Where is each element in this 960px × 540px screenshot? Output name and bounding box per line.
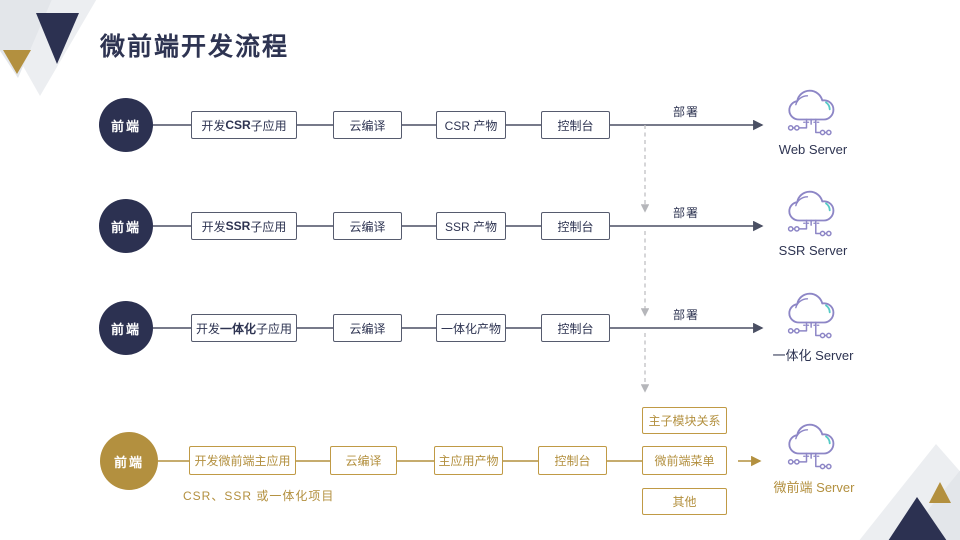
step-cloud-compile-row2: 云编译 — [333, 212, 402, 240]
output-microfrontend-menu: 微前端菜单 — [642, 446, 727, 475]
step-console-row2: 控制台 — [541, 212, 610, 240]
step-csr-artifact: CSR 产物 — [436, 111, 506, 139]
triangle-decoration-gold — [3, 50, 31, 74]
step-cloud-compile-row1: 云编译 — [333, 111, 402, 139]
step-integrated-artifact: 一体化产物 — [436, 314, 506, 342]
note-project-types: CSR、SSR 或一体化项目 — [183, 489, 335, 503]
deploy-label-row1: 部署 — [672, 105, 699, 119]
actor-label: 前端 — [110, 118, 141, 134]
step-mainapp-artifact: 主应用产物 — [434, 446, 503, 475]
page-title: 微前端开发流程 — [100, 33, 290, 61]
actor-frontend-row2: 前端 — [99, 199, 153, 253]
cloud-server-icon — [787, 89, 835, 136]
server-label-ssr: SSR Server — [778, 243, 848, 258]
triangle-decoration-gray — [903, 470, 960, 540]
actor-label: 前端 — [110, 219, 141, 235]
deploy-label-row2: 部署 — [672, 206, 699, 220]
cloud-server-icon — [787, 423, 835, 470]
step-dev-microfrontend-mainapp: 开发微前端主应用 — [189, 446, 296, 475]
actor-frontend-row3: 前端 — [99, 301, 153, 355]
actor-frontend-row4: 前端 — [100, 432, 158, 490]
step-console-row4: 控制台 — [538, 446, 607, 475]
actor-label: 前端 — [110, 321, 141, 337]
output-other: 其他 — [642, 488, 727, 515]
cloud-server-icon — [787, 292, 835, 339]
step-cloud-compile-row4: 云编译 — [330, 446, 397, 475]
triangle-decoration-navy — [36, 13, 79, 64]
triangle-decoration-navy — [888, 497, 947, 540]
step-cloud-compile-row3: 云编译 — [333, 314, 402, 342]
step-dev-ssr-subapp: 开发 SSR 子应用 — [191, 212, 297, 240]
triangle-decoration-gold — [929, 482, 951, 503]
actor-label: 前端 — [113, 454, 144, 470]
server-label-web: Web Server — [778, 142, 848, 157]
step-dev-csr-subapp: 开发 CSR 子应用 — [191, 111, 297, 139]
actor-frontend-row1: 前端 — [99, 98, 153, 152]
step-dev-integrated-subapp: 开发 一体化 子应用 — [191, 314, 297, 342]
step-ssr-artifact: SSR 产物 — [436, 212, 506, 240]
server-label-microfrontend: 微前端 Server — [773, 480, 855, 495]
server-label-integrated: 一体化 Server — [772, 348, 854, 363]
output-module-relation: 主子模块关系 — [642, 407, 727, 434]
step-console-row3: 控制台 — [541, 314, 610, 342]
cloud-server-icon — [787, 190, 835, 237]
step-console-row1: 控制台 — [541, 111, 610, 139]
deploy-label-row3: 部署 — [672, 308, 699, 322]
